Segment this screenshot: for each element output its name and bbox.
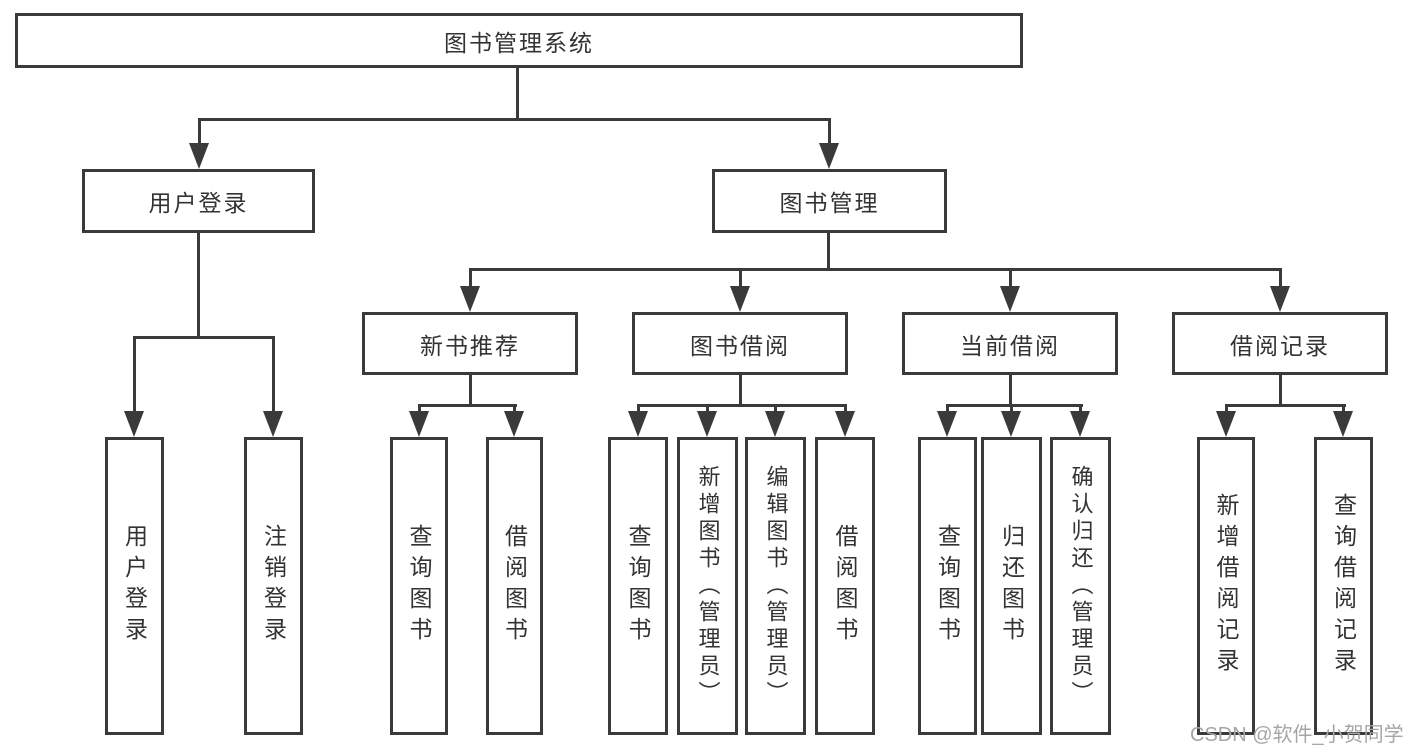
leaf-return-books: 归还图书 (981, 437, 1042, 735)
connector-arrow (1000, 286, 1020, 312)
connector-arrow (937, 411, 957, 437)
connector-arrow (460, 286, 480, 312)
connector-line (197, 233, 200, 339)
connector-line (637, 404, 847, 407)
leaf-edit-books-admin: 编辑图书（管理员） (745, 437, 806, 735)
node-current-borrowing: 当前借阅 (902, 312, 1118, 375)
connector-line (1225, 404, 1228, 412)
connector-line (513, 404, 516, 412)
node-book-management-label: 图书管理 (779, 190, 880, 216)
leaf-query-books-current-label: 查询图书 (934, 524, 961, 648)
connector-line (469, 268, 472, 286)
csdn-watermark: CSDN @软件_小贺同学 (1190, 724, 1404, 746)
connector-line (1009, 268, 1012, 286)
connector-line (198, 118, 831, 121)
leaf-confirm-return-admin-label: 确认归还（管理员） (1068, 464, 1094, 708)
leaf-borrow-books-rec: 借阅图书 (486, 437, 543, 735)
leaf-user-login-label: 用户登录 (121, 524, 148, 648)
leaf-query-books-borrow: 查询图书 (608, 437, 668, 735)
leaf-add-books-admin-label: 新增图书（管理员） (695, 464, 721, 708)
connector-line (133, 336, 275, 339)
connector-line (774, 404, 777, 412)
leaf-borrow-books-label: 借阅图书 (832, 524, 858, 648)
node-book-management: 图书管理 (712, 169, 947, 233)
connector-line (1009, 375, 1012, 407)
connector-line (739, 375, 742, 407)
connector-line (1279, 375, 1282, 407)
connector-arrow (189, 143, 209, 169)
connector-line (828, 118, 831, 144)
node-borrowing-records: 借阅记录 (1172, 312, 1388, 375)
leaf-edit-books-admin-label: 编辑图书（管理员） (763, 464, 789, 708)
connector-line (1342, 404, 1345, 412)
connector-arrow (124, 411, 144, 437)
leaf-confirm-return-admin: 确认归还（管理员） (1050, 437, 1111, 735)
connector-line (1279, 268, 1282, 286)
connector-line (198, 118, 201, 144)
leaf-query-borrow-record-label: 查询借阅记录 (1330, 493, 1357, 679)
leaf-add-borrow-record-label: 新增借阅记录 (1213, 493, 1239, 679)
connector-arrow (504, 411, 524, 437)
leaf-query-borrow-record: 查询借阅记录 (1314, 437, 1373, 735)
leaf-borrow-books-rec-label: 借阅图书 (501, 524, 528, 648)
leaf-logout-label: 注销登录 (260, 524, 287, 648)
node-root-label: 图书管理系统 (444, 29, 594, 56)
connector-line (1010, 404, 1013, 412)
node-current-borrowing-label: 当前借阅 (960, 332, 1060, 359)
node-book-borrowing: 图书借阅 (632, 312, 848, 375)
leaf-user-login: 用户登录 (105, 437, 164, 735)
connector-arrow (765, 411, 785, 437)
leaf-query-books-borrow-label: 查询图书 (625, 524, 651, 648)
connector-line (946, 404, 949, 412)
connector-line (637, 404, 640, 412)
node-new-book-recommendation: 新书推荐 (362, 312, 578, 375)
connector-arrow (1270, 286, 1290, 312)
leaf-add-books-admin: 新增图书（管理员） (677, 437, 738, 735)
connector-line (469, 268, 1281, 271)
node-user-login-label: 用户登录 (148, 190, 249, 216)
node-root: 图书管理系统 (15, 13, 1023, 68)
connector-line (946, 404, 1083, 407)
connector-arrow (409, 411, 429, 437)
leaf-return-books-label: 归还图书 (998, 524, 1025, 648)
node-new-book-recommendation-label: 新书推荐 (420, 332, 520, 359)
leaf-query-books-rec: 查询图书 (390, 437, 448, 735)
node-book-borrowing-label: 图书借阅 (690, 332, 790, 359)
connector-line (469, 375, 472, 407)
connector-arrow (835, 411, 855, 437)
connector-line (739, 268, 742, 286)
connector-arrow (1216, 411, 1236, 437)
connector-arrow (819, 143, 839, 169)
connector-arrow (730, 286, 750, 312)
leaf-logout: 注销登录 (244, 437, 303, 735)
connector-line (706, 404, 709, 412)
connector-line (418, 404, 421, 412)
leaf-query-books-current: 查询图书 (918, 437, 977, 735)
connector-line (272, 336, 275, 411)
connector-arrow (628, 411, 648, 437)
connector-line (516, 67, 519, 120)
connector-arrow (697, 411, 717, 437)
connector-line (827, 233, 830, 271)
connector-line (844, 404, 847, 412)
connector-arrow (1001, 411, 1021, 437)
connector-arrow (263, 411, 283, 437)
connector-line (418, 404, 517, 407)
connector-line (133, 336, 136, 411)
connector-line (1079, 404, 1082, 412)
node-user-login: 用户登录 (82, 169, 315, 233)
connector-line (1225, 404, 1346, 407)
connector-arrow (1070, 411, 1090, 437)
connector-arrow (1333, 411, 1353, 437)
node-borrowing-records-label: 借阅记录 (1230, 332, 1330, 359)
leaf-query-books-rec-label: 查询图书 (406, 524, 432, 648)
leaf-add-borrow-record: 新增借阅记录 (1197, 437, 1255, 735)
leaf-borrow-books: 借阅图书 (815, 437, 875, 735)
